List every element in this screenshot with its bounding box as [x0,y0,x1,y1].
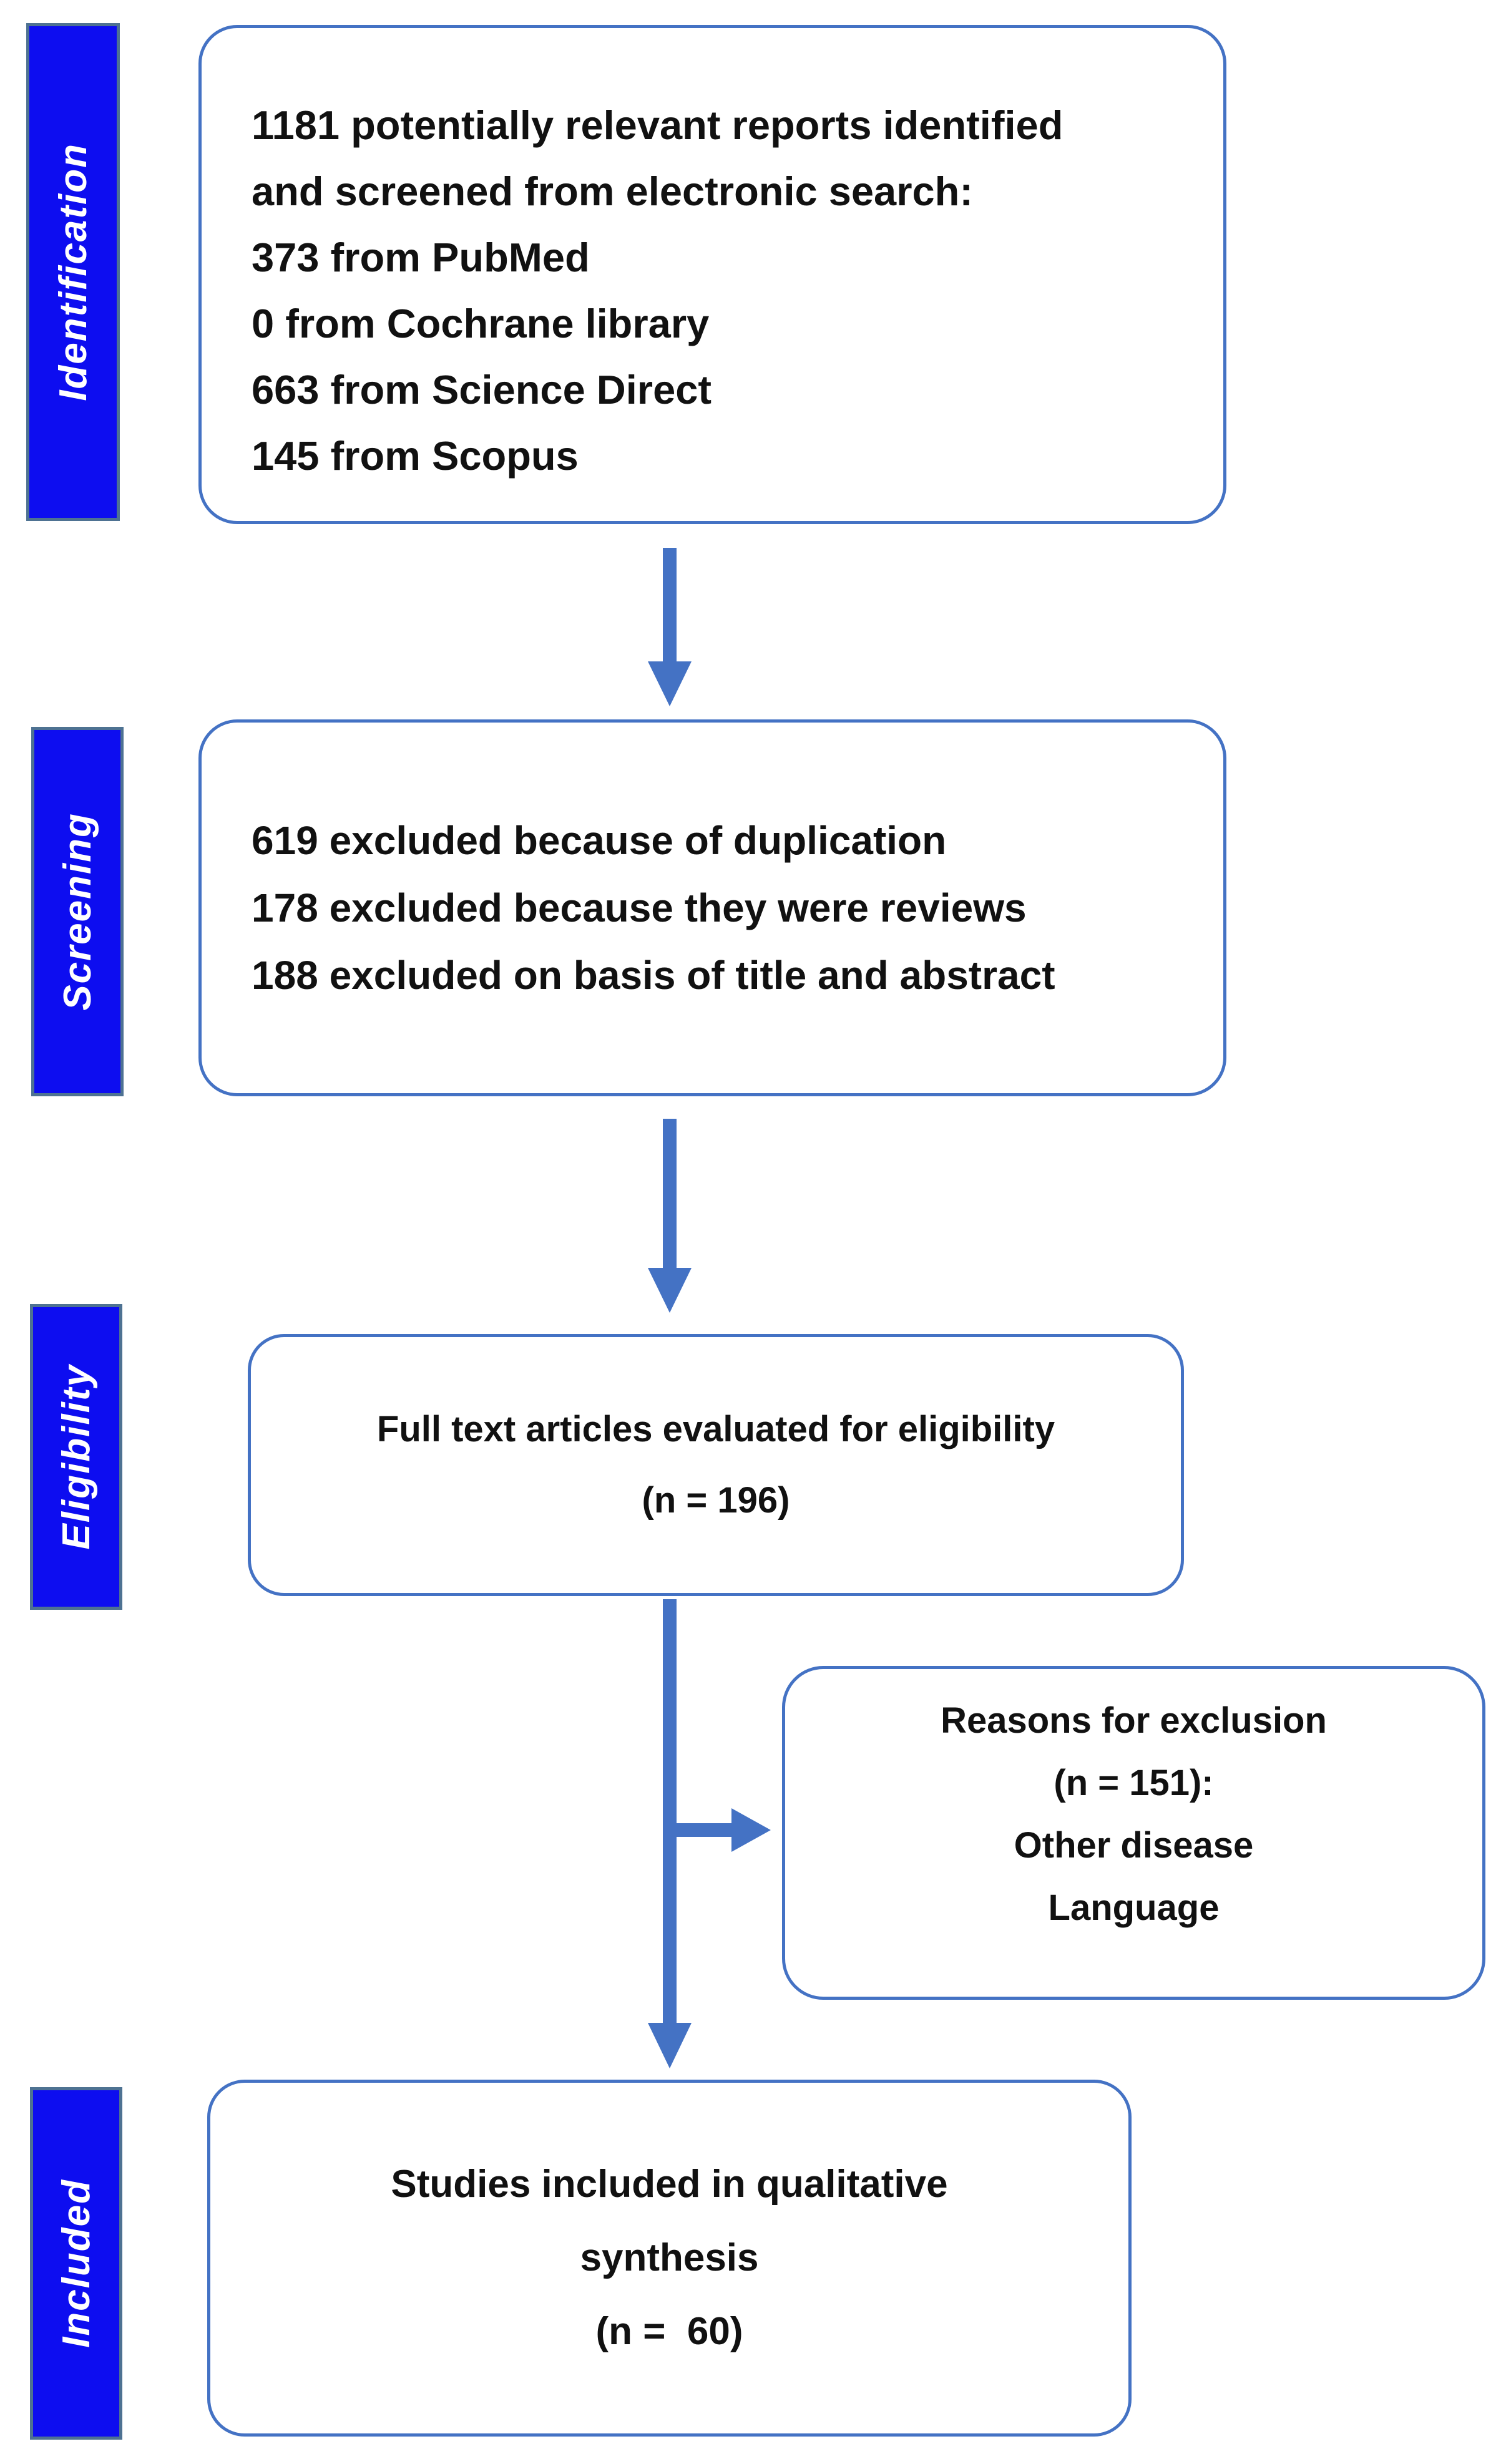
stage-label-eligibility: Eligibility [54,1364,98,1550]
arrow-eligibility-to-included [648,1599,692,2068]
text-line: Reasons for exclusion [941,1700,1327,1741]
text-line: (n = 60) [595,2310,743,2353]
text-line: (n = 196) [642,1480,790,1521]
text-line: 663 from Science Direct [252,367,712,412]
text-line: synthesis [580,2236,759,2279]
stage-bar-screening: Screening [31,727,124,1096]
stage-bar-eligibility: Eligibility [30,1304,122,1610]
text-line: (n = 151): [1054,1762,1214,1803]
stage-bar-identification: Identification [26,23,120,521]
text-line: 178 excluded because they were reviews [252,885,1027,930]
text-line: and screened from electronic search: [252,168,974,214]
stage-label-screening: Screening [56,812,99,1011]
arrow-screening-to-eligibility [648,1119,692,1313]
box-exclusion-reasons: Reasons for exclusion (n = 151): Other d… [782,1666,1485,2000]
arrow-branch-to-exclusion-reasons [670,1808,771,1852]
box-screening-exclusions: 619 excluded because of duplication 178 … [198,719,1226,1096]
text-line: Studies included in qualitative [391,2163,948,2206]
text-line: 373 from PubMed [252,235,590,280]
box-fulltext-eligibility: Full text articles evaluated for eligibi… [248,1334,1184,1596]
text-line: Full text articles evaluated for eligibi… [376,1409,1055,1449]
stage-label-included: Included [54,2179,98,2348]
text-line: 619 excluded because of duplication [252,818,947,863]
text-line: 188 excluded on basis of title and abstr… [252,953,1055,998]
arrow-identification-to-screening [648,548,692,706]
text-line: 0 from Cochrane library [252,301,710,346]
box-included-studies: Studies included in qualitative synthesi… [207,2080,1132,2437]
stage-label-identification: Identification [51,143,95,401]
stage-bar-included: Included [30,2087,122,2440]
text-line: 1181 potentially relevant reports identi… [252,102,1064,148]
text-line: Language [1048,1887,1220,1928]
text-line: 145 from Scopus [252,433,579,479]
box-identification-records: 1181 potentially relevant reports identi… [198,25,1226,524]
text-line: Other disease [1014,1824,1254,1866]
